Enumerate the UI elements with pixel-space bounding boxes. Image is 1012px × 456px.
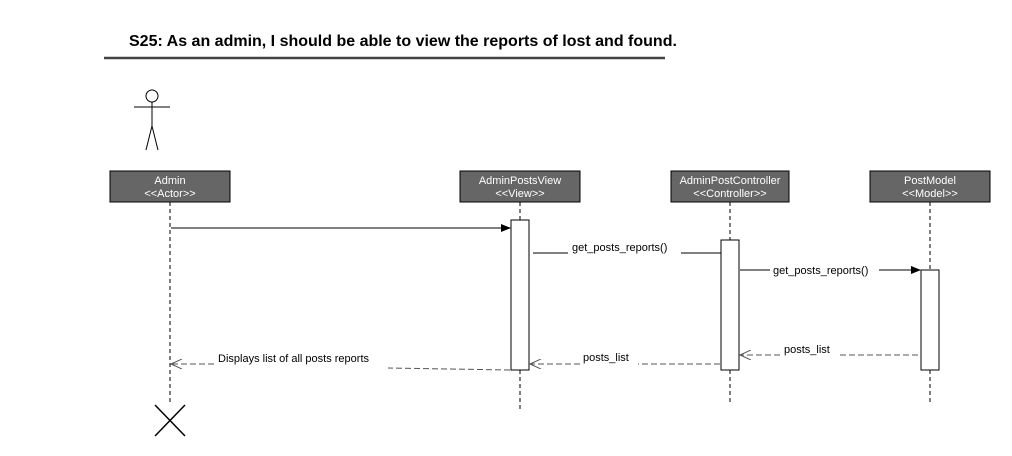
diagram-title: S25: As an admin, I should be able to vi… — [129, 33, 677, 50]
participant-adminpostcontroller: AdminPostController <<Controller>> — [670, 170, 790, 203]
participant-adminpostsview: AdminPostsView <<View>> — [459, 170, 581, 203]
stick-figure-icon — [134, 89, 170, 151]
message-label: posts_list — [784, 344, 830, 356]
message-label: get_posts_reports() — [572, 242, 667, 254]
participant-name: PostModel — [904, 175, 956, 187]
participant-postmodel: PostModel <<Model>> — [869, 170, 991, 203]
participant-name: AdminPostController — [680, 175, 781, 187]
message-label: Displays list of all posts reports — [218, 353, 369, 365]
message-label: posts_list — [583, 352, 629, 364]
participant-stereotype: <<View>> — [495, 188, 544, 200]
return-arrow — [387, 367, 511, 371]
participant-stereotype: <<Controller>> — [693, 188, 766, 200]
participant-name: Admin — [154, 175, 185, 187]
activation-postmodel — [920, 269, 940, 371]
destroy-x-icon — [154, 404, 186, 437]
activation-adminpostcontroller — [720, 239, 740, 371]
message-label: get_posts_reports() — [773, 265, 868, 277]
participant-admin: Admin <<Actor>> — [109, 170, 231, 203]
participant-stereotype: <<Actor>> — [144, 188, 195, 200]
participant-stereotype: <<Model>> — [902, 188, 958, 200]
activation-adminpostsview — [510, 219, 530, 371]
participant-name: AdminPostsView — [479, 175, 561, 187]
